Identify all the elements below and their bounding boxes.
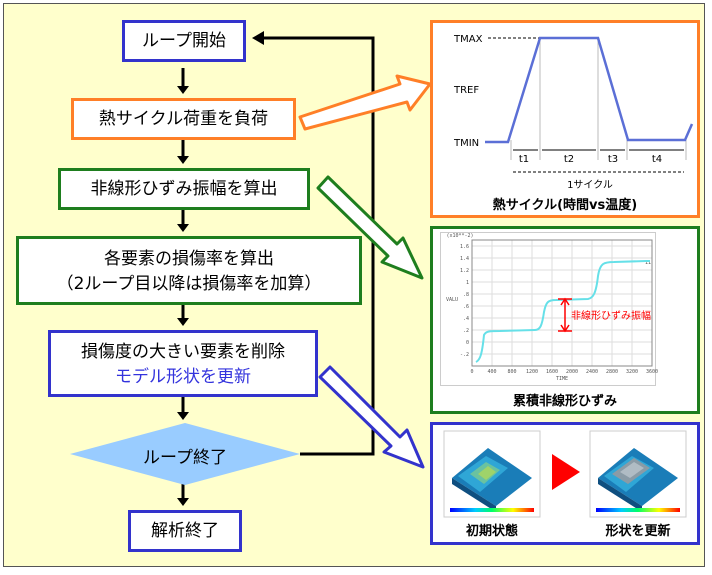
thermal-curve <box>485 36 694 144</box>
svg-text:0: 0 <box>466 340 469 346</box>
strain-scale-label: (x10**-2) <box>446 233 473 239</box>
svg-text:1200: 1200 <box>526 369 538 375</box>
svg-text:800: 800 <box>507 369 516 375</box>
update-model-label: モデル形状を更新 <box>115 367 251 387</box>
thermal-cycle-title: 熱サイクル(時間vs温度) <box>492 198 638 213</box>
delete-elements-label: 損傷度の大きい要素を削除 <box>81 342 285 362</box>
strain-y-axis-label: VALU <box>446 297 458 303</box>
svg-text:3200: 3200 <box>626 369 638 375</box>
initial-model-image <box>450 448 534 512</box>
analysis-end-label: 解析終了 <box>151 521 219 541</box>
svg-text:2800: 2800 <box>606 369 618 375</box>
strain-series-label: 11 <box>645 260 651 266</box>
svg-text:400: 400 <box>487 369 496 375</box>
cycle-label: 1サイクル <box>567 179 613 191</box>
loop-start-label: ループ開始 <box>142 31 226 51</box>
svg-text:1600: 1600 <box>546 369 558 375</box>
svg-text:2400: 2400 <box>586 369 598 375</box>
svg-text:1.2: 1.2 <box>460 268 469 274</box>
loop-back-arrow <box>252 31 375 456</box>
loop-end-label: ループ終了 <box>143 448 227 468</box>
t2-label: t2 <box>564 154 574 165</box>
tref-label: TREF <box>453 85 479 96</box>
svg-text:.8: .8 <box>463 292 469 298</box>
updated-shape-label: 形状を更新 <box>605 524 671 539</box>
svg-text:3600: 3600 <box>646 369 658 375</box>
nonlinear-strain-box: 非線形ひずみ振幅を算出 <box>58 168 310 210</box>
red-arrow <box>552 454 580 490</box>
strain-curve <box>475 260 650 363</box>
link-arrow-orange <box>298 74 432 131</box>
strain-panel-title: 累積非線形ひずみ <box>512 394 617 409</box>
svg-text:1.6: 1.6 <box>460 244 469 250</box>
t3-label: t3 <box>608 154 618 165</box>
nonlinear-strain-label: 非線形ひずみ振幅を算出 <box>90 179 278 199</box>
analysis-end-box: 解析終了 <box>128 510 242 552</box>
thermal-cycle-panel <box>430 20 700 218</box>
flow-arrows <box>177 68 189 506</box>
svg-text:1: 1 <box>466 280 469 286</box>
thermal-load-box: 熱サイクル荷重を負荷 <box>71 98 296 140</box>
svg-text:.6: .6 <box>463 304 469 310</box>
svg-text:-.2: -.2 <box>460 352 469 358</box>
initial-state-label: 初期状態 <box>465 524 518 539</box>
strain-amplitude-annotation: 非線形ひずみ振幅 <box>571 309 651 322</box>
thermal-load-label: 熱サイクル荷重を負荷 <box>98 109 269 129</box>
svg-text:2000: 2000 <box>566 369 578 375</box>
svg-text:.2: .2 <box>463 328 469 334</box>
strain-x-axis-label: TIME <box>556 376 568 382</box>
delete-elements-box: 損傷度の大きい要素を削除 モデル形状を更新 <box>48 330 318 397</box>
t1-label: t1 <box>519 154 529 165</box>
damage-rate-box: 各要素の損傷率を算出 （2ループ目以降は損傷率を加算） <box>16 236 362 305</box>
svg-text:1.4: 1.4 <box>460 256 469 262</box>
loop-end-diamond <box>70 423 300 485</box>
svg-text:.4: .4 <box>463 316 469 322</box>
link-arrow-blue <box>318 365 425 469</box>
link-arrow-green <box>316 175 424 280</box>
loop-start-box: ループ開始 <box>122 20 246 62</box>
damage-rate-note: （2ループ目以降は損傷率を加算） <box>56 274 322 294</box>
damage-rate-label: 各要素の損傷率を算出 <box>104 249 274 269</box>
tmin-label: TMIN <box>453 138 479 149</box>
t4-label: t4 <box>652 154 662 165</box>
svg-text:0: 0 <box>470 369 473 375</box>
updated-model-image <box>596 448 680 512</box>
tmax-label: TMAX <box>453 34 483 45</box>
